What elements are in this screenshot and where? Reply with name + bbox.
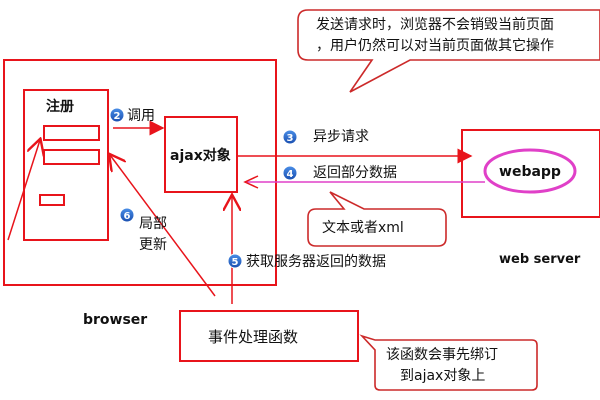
step-4: 4 返回部分数据 — [282, 165, 397, 181]
arrow-user-action — [7, 140, 40, 241]
step-5-badge — [227, 253, 243, 269]
register-submit-button[interactable] — [39, 194, 65, 206]
step-2-label: 调用 — [127, 108, 155, 124]
svg-text:4: 4 — [287, 169, 294, 180]
step-6-label-line2: 更新 — [139, 237, 167, 253]
callout-bottom: 该函数会事先绑订 到ajax对象上 — [359, 334, 538, 391]
callout-top-line2: ，用户仍然可以对当前页面做其它操作 — [316, 37, 554, 54]
event-handler-box — [179, 310, 359, 362]
web-server-label: web server — [499, 252, 581, 267]
browser-box — [3, 59, 277, 286]
step-6: 6 局部 更新 — [119, 207, 167, 253]
arrow-partial-update — [110, 155, 216, 297]
web-server-box — [461, 129, 600, 218]
step-3: 3 异步请求 — [282, 129, 369, 145]
callout-text-xml: 文本或者xml — [307, 191, 447, 247]
webapp-label: webapp — [499, 164, 561, 180]
ajax-object-box — [164, 116, 238, 193]
arrow-return-head — [243, 175, 259, 189]
callout-top: 发送请求时，浏览器不会销毁当前页面 ，用户仍然可以对当前页面做其它操作 — [297, 9, 600, 93]
callout-bottom-line1: 该函数会事先绑订 — [386, 347, 498, 363]
callout-bottom-line2: 到ajax对象上 — [400, 368, 485, 384]
step-4-label: 返回部分数据 — [313, 165, 397, 181]
svg-text:6: 6 — [124, 211, 131, 222]
browser-label: browser — [83, 312, 147, 328]
ajax-object-label: ajax对象 — [170, 147, 231, 164]
callout-top-line1: 发送请求时，浏览器不会销毁当前页面 — [316, 16, 554, 33]
svg-text:3: 3 — [287, 133, 294, 144]
webapp-ellipse — [483, 148, 577, 194]
step-3-label: 异步请求 — [313, 129, 369, 145]
register-input-2[interactable] — [43, 149, 100, 165]
callout-text-xml-label: 文本或者xml — [322, 220, 404, 236]
step-3-badge — [282, 129, 298, 145]
step-5-label: 获取服务器返回的数据 — [246, 254, 386, 270]
step-5: 5 获取服务器返回的数据 — [227, 253, 386, 270]
svg-text:5: 5 — [232, 257, 239, 268]
step-2-badge — [109, 107, 125, 123]
register-input-1[interactable] — [43, 125, 100, 141]
register-panel: 注册 — [23, 89, 109, 241]
step-6-label-line1: 局部 — [139, 216, 167, 232]
event-handler-label: 事件处理函数 — [208, 328, 298, 346]
step-6-badge — [119, 207, 135, 223]
step-2: 2 调用 — [109, 107, 155, 124]
register-title: 注册 — [46, 98, 74, 115]
step-4-badge — [282, 165, 298, 181]
svg-text:2: 2 — [114, 111, 121, 122]
